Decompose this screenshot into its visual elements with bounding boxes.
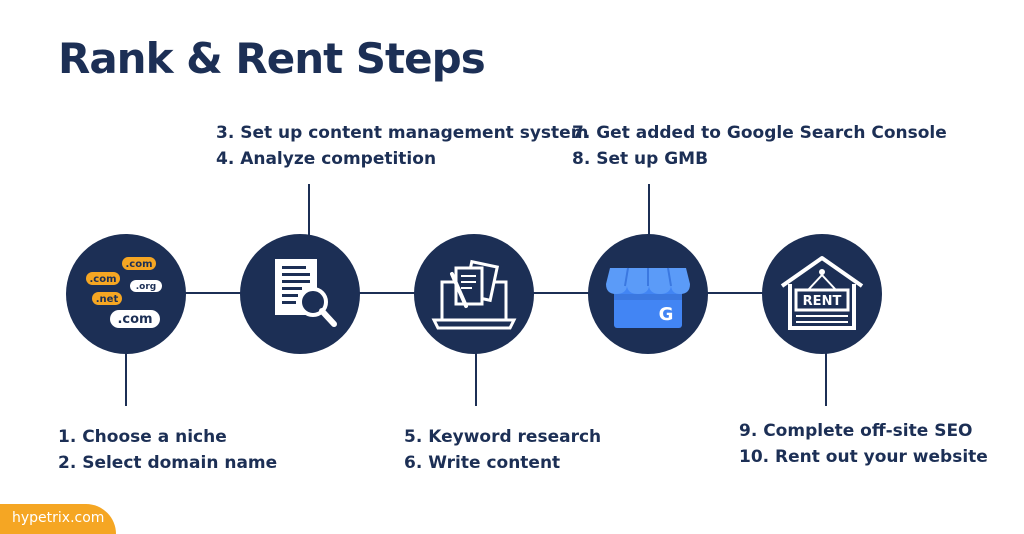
step-label: 7. Get added to Google Search Console: [572, 123, 947, 143]
domain-label: .net: [96, 294, 119, 305]
connector-1: [125, 352, 127, 406]
step-label: 4. Analyze competition: [216, 149, 437, 169]
connector-2: [308, 184, 310, 236]
domain-label: .com: [89, 274, 116, 285]
step-group-2: 3. Set up content management system 4. A…: [216, 120, 588, 172]
rent-house-icon: RENT: [762, 234, 882, 354]
connector-4: [648, 184, 650, 236]
domain-label: .com: [117, 312, 152, 327]
step-label: 10. Rent out your website: [739, 447, 988, 467]
step-group-1: 1. Choose a niche 2. Select domain name: [58, 424, 277, 476]
step-label: 5. Keyword research: [404, 427, 602, 447]
page-title: Rank & Rent Steps: [58, 34, 486, 83]
step-label: 1. Choose a niche: [58, 427, 227, 447]
document-search-icon: [240, 234, 360, 354]
step-label: 3. Set up content management system: [216, 123, 589, 143]
gmb-letter: G: [659, 304, 674, 325]
connector-5: [825, 352, 827, 406]
rent-sign-label: RENT: [803, 294, 842, 309]
domain-names-icon: .com .com .org .net .com: [66, 234, 186, 354]
footer-brand[interactable]: hypetrix.com: [12, 510, 105, 526]
step-label: 2. Select domain name: [58, 453, 278, 473]
domain-label: .com: [125, 259, 152, 270]
step-group-5: 9. Complete off-site SEO 10. Rent out yo…: [739, 418, 988, 470]
step-group-3: 5. Keyword research 6. Write content: [404, 424, 601, 476]
connector-3: [475, 352, 477, 406]
step-label: 6. Write content: [404, 453, 561, 473]
step-label: 8. Set up GMB: [572, 149, 709, 169]
domain-label: .org: [136, 282, 156, 292]
step-label: 9. Complete off-site SEO: [739, 421, 973, 441]
laptop-content-icon: [414, 234, 534, 354]
footer-badge: hypetrix.com: [0, 504, 116, 534]
google-my-business-icon: G: [588, 234, 708, 354]
step-group-4: 7. Get added to Google Search Console 8.…: [572, 120, 947, 172]
